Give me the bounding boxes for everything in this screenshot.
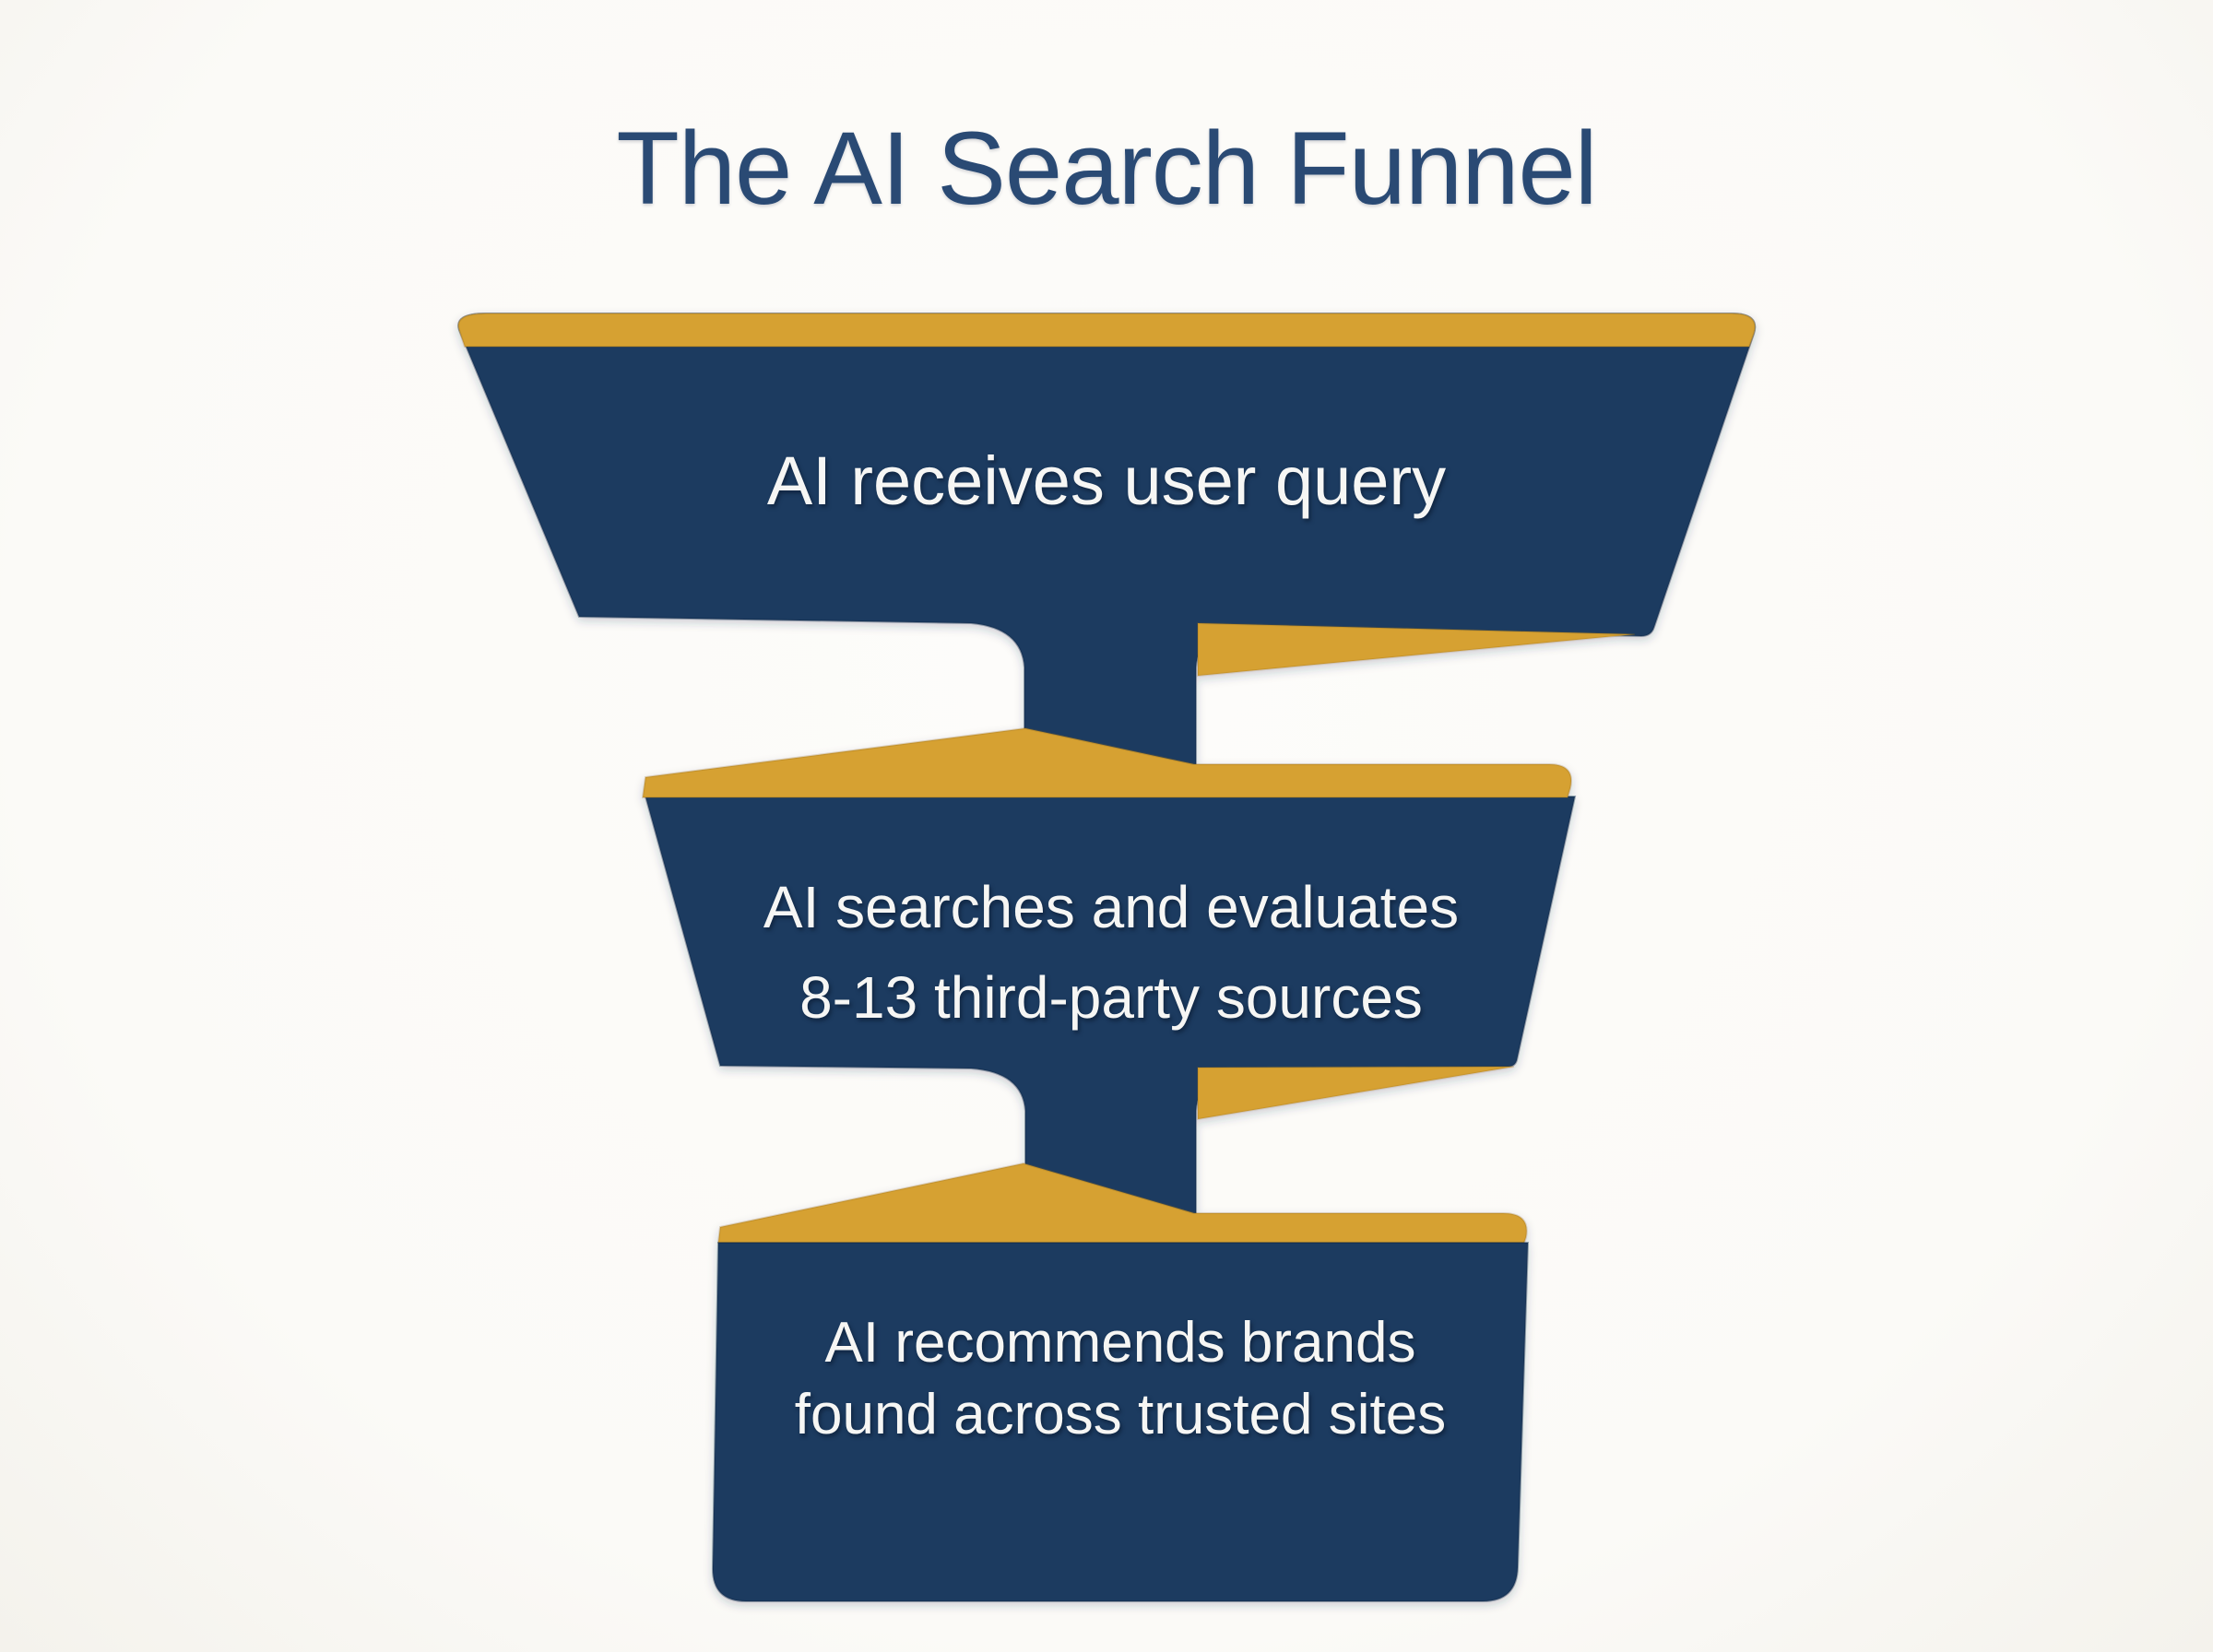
stage-3-body-shape (711, 1242, 1530, 1602)
stage-3-gold-band (716, 1162, 1528, 1244)
stage-2-line-1: AI searches and evaluates (763, 874, 1460, 940)
stage-1-gold-band (457, 313, 1757, 348)
stage-2-line-2: 8-13 third-party sources (799, 964, 1423, 1031)
stage-2-gold-band (641, 726, 1572, 798)
gold-fold-wedge-2 (1197, 1066, 1515, 1121)
stage-1-body-shape (457, 313, 1757, 777)
stage-2-label: AI searches and evaluates 8-13 third-par… (466, 862, 1757, 1043)
stage-3-line-2: found across trusted sites (794, 1383, 1447, 1446)
stage-1-line-1: AI receives user query (766, 442, 1447, 519)
stage-3-line-1: AI recommends brands (824, 1311, 1416, 1375)
page-title: The AI Search Funnel (616, 111, 1597, 226)
stage-3-label: AI recommends brands found across truste… (475, 1307, 1766, 1451)
stage-1-label: AI receives user query (461, 440, 1752, 523)
gold-fold-wedge-1 (1197, 621, 1636, 678)
